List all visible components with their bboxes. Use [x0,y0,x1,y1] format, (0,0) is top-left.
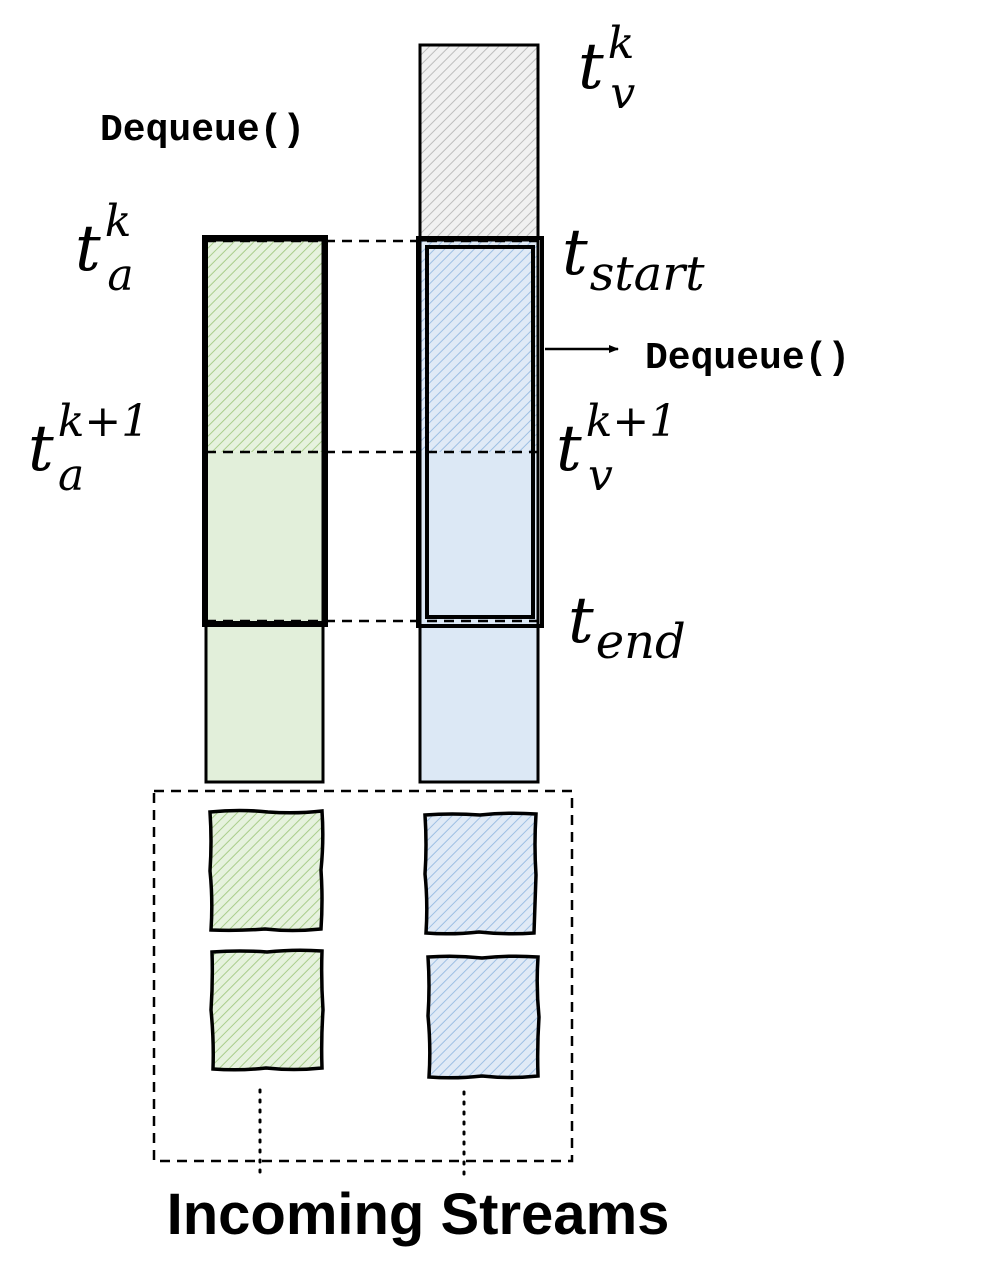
ta-k1-label: tk+1 [28,396,149,486]
tv-k1-sub: v [588,450,613,501]
video-queue [416,236,544,784]
dequeue-right-label: Dequeue() [645,337,850,380]
t-end-label: tend [568,584,686,670]
video-sync-window-outer [416,236,544,628]
audio-block-solid [206,452,323,782]
ta-k1-sub: a [58,450,84,501]
incoming-audio-frame-2 [209,948,325,1072]
dequeue-top-label: Dequeue() [100,109,305,152]
incoming-audio-frame-1 [208,808,325,933]
incoming-streams-label: Incoming Streams [167,1182,670,1247]
alignment-lines [206,239,545,623]
incoming-video-frame-2 [426,954,541,1080]
tv-k1-label: tk+1 [556,396,677,486]
audio-sync-window [202,235,328,627]
dequeued-video-block [418,43,540,242]
incoming-video-frame-1 [423,811,538,936]
audio-queue [202,235,328,784]
t-start-label: tstart [562,216,705,302]
video-sync-window-inner [425,245,535,619]
video-block-hatched [420,240,538,452]
audio-block-hatched [206,240,323,452]
incoming-streams-box [152,789,574,1163]
